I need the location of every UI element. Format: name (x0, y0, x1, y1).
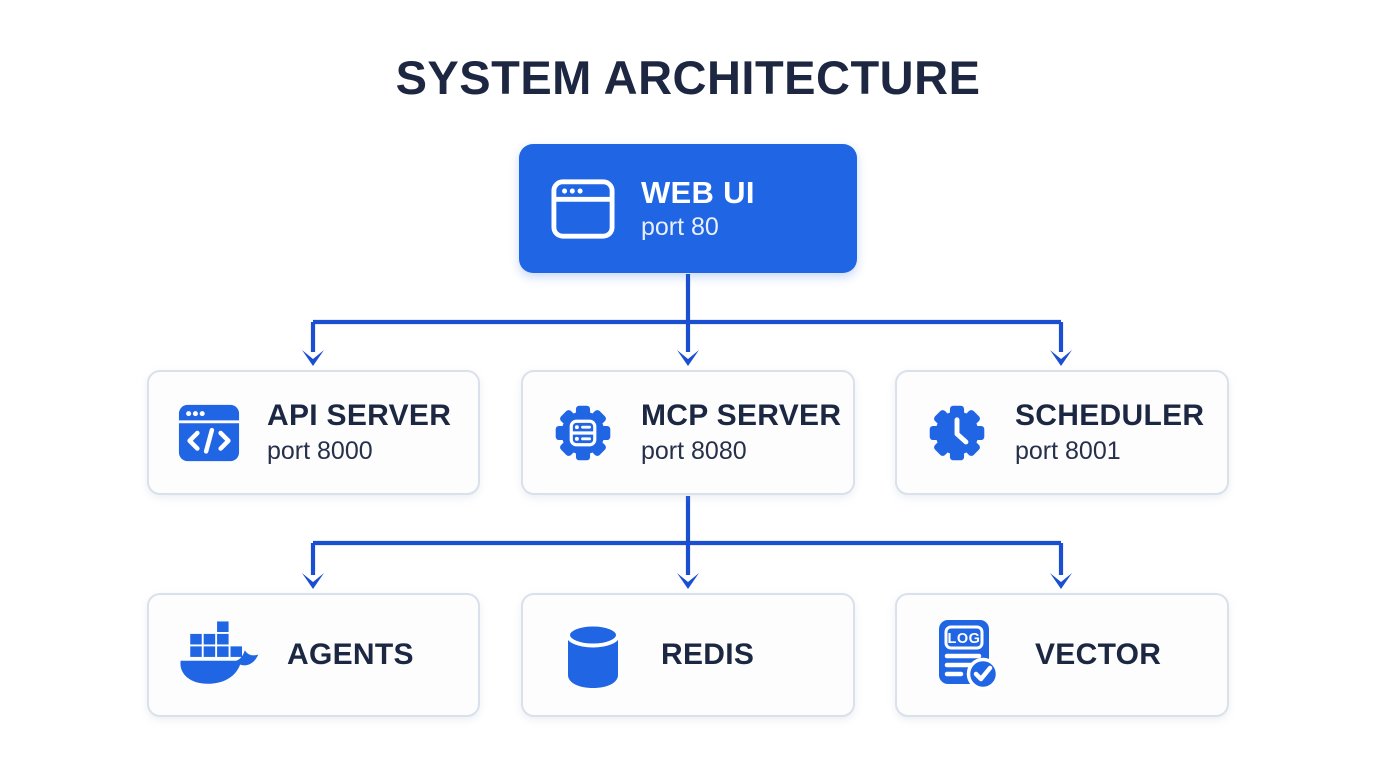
gear-clock-icon (925, 399, 989, 467)
node-title: VECTOR (1035, 638, 1162, 671)
gear-server-icon (551, 399, 615, 467)
code-window-icon (177, 402, 241, 464)
log-label: LOG (948, 631, 981, 647)
node-agents: AGENTS (147, 593, 480, 717)
node-redis: REDIS (521, 593, 855, 717)
node-web-ui: WEB UI port 80 (519, 144, 857, 273)
node-title: API SERVER (267, 399, 452, 433)
docker-whale-icon (173, 621, 265, 689)
node-scheduler: SCHEDULER port 8001 (895, 370, 1229, 495)
database-cylinder-icon (547, 619, 639, 691)
node-port: port 8080 (641, 436, 747, 465)
node-port: port 80 (641, 213, 719, 242)
node-title: SCHEDULER (1015, 399, 1205, 433)
page-title: SYSTEM ARCHITECTURE (395, 51, 981, 104)
node-api-server: API SERVER port 8000 (147, 370, 480, 495)
node-mcp-server: MCP SERVER port 8080 (521, 370, 855, 495)
node-title: REDIS (661, 638, 755, 671)
node-title: AGENTS (287, 638, 414, 671)
node-vector: LOG VECTOR (895, 593, 1229, 717)
browser-window-icon (551, 178, 615, 240)
node-port: port 8000 (267, 436, 373, 465)
node-title: MCP SERVER (641, 399, 842, 433)
node-title: WEB UI (641, 174, 755, 210)
log-document-check-icon: LOG (921, 618, 1013, 692)
node-port: port 8001 (1015, 436, 1121, 465)
